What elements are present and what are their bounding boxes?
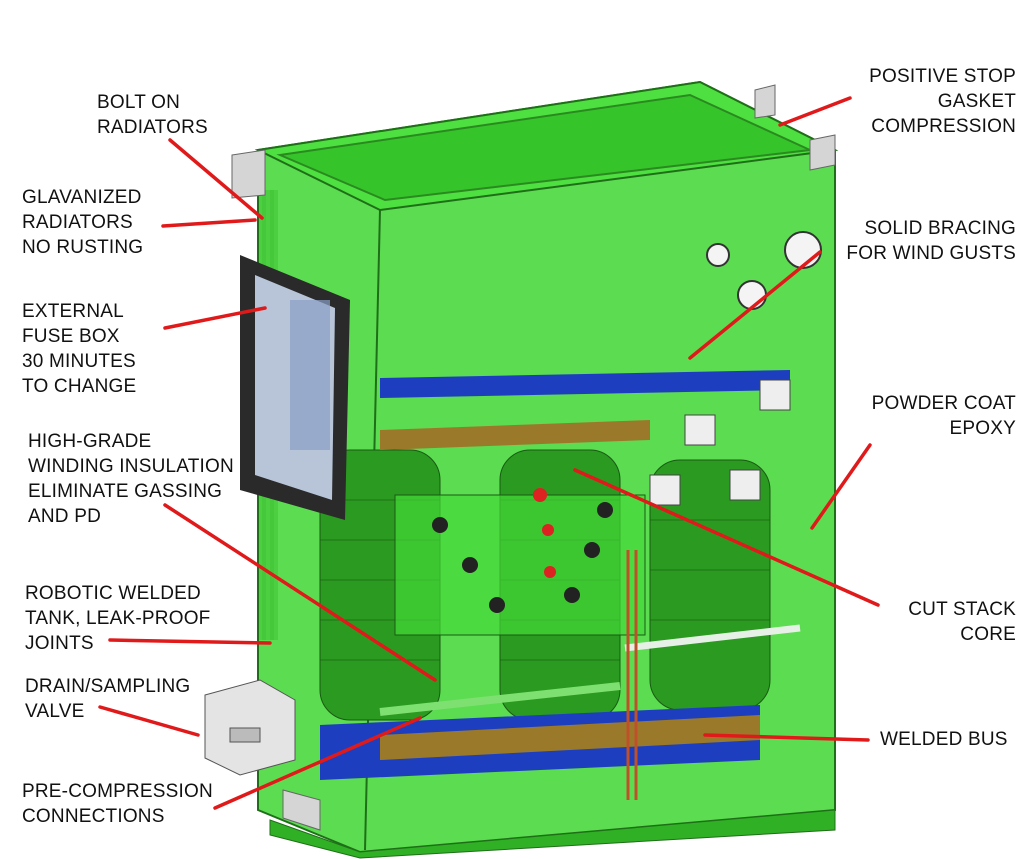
label-powder-coat: POWDER COAT EPOXY — [872, 391, 1016, 441]
core-and-coils — [319, 449, 771, 721]
label-galvanized-radiators: GLAVANIZED RADIATORS NO RUSTING — [22, 185, 143, 260]
label-line: RADIATORS — [22, 212, 133, 233]
label-line: ELIMINATE GASSING — [28, 481, 223, 502]
label-line: POSITIVE STOP — [869, 66, 1016, 87]
label-pre-compression: PRE-COMPRESSION CONNECTIONS — [22, 779, 213, 829]
label-line: NO RUSTING — [22, 237, 144, 258]
label-line: CORE — [960, 624, 1016, 645]
label-line: FOR WIND GUSTS — [846, 243, 1016, 264]
lifting-brackets — [231, 84, 836, 831]
leader-lines — [98, 96, 880, 810]
label-line: BOLT ON — [97, 92, 181, 113]
label-cut-stack-core: CUT STACK CORE — [908, 597, 1016, 647]
label-line: POWDER COAT — [871, 393, 1016, 414]
label-line: SOLID BRACING — [864, 218, 1016, 239]
label-line: HIGH-GRADE — [28, 431, 152, 452]
label-line: WINDING INSULATION — [28, 456, 234, 477]
label-drain-valve: DRAIN/SAMPLING VALVE — [25, 674, 190, 724]
external-fuse-box — [240, 255, 350, 520]
bus-bars — [320, 370, 801, 800]
label-line: FUSE BOX — [22, 326, 120, 347]
label-line: CONNECTIONS — [22, 806, 165, 827]
label-line: WELDED BUS — [880, 729, 1008, 750]
label-bolt-on-radiators: BOLT ON RADIATORS — [97, 90, 208, 140]
label-line: DRAIN/SAMPLING — [25, 676, 191, 697]
label-line: RADIATORS — [97, 117, 208, 138]
label-positive-stop: POSITIVE STOP GASKET COMPRESSION — [869, 64, 1016, 139]
label-line: ROBOTIC WELDED — [25, 583, 201, 604]
label-line: JOINTS — [25, 633, 94, 654]
label-robotic-welded-tank: ROBOTIC WELDED TANK, LEAK-PROOF JOINTS — [25, 581, 211, 656]
label-line: GLAVANIZED — [22, 187, 142, 208]
label-winding-insulation: HIGH-GRADE WINDING INSULATION ELIMINATE … — [28, 429, 234, 529]
label-line: VALVE — [25, 701, 85, 722]
drain-valve — [204, 679, 296, 776]
label-line: GASKET — [937, 91, 1016, 112]
label-line: AND PD — [28, 506, 101, 527]
label-line: TANK, LEAK-PROOF — [25, 608, 211, 629]
label-line: 30 MINUTES — [22, 351, 136, 372]
label-welded-bus: WELDED BUS — [880, 727, 1008, 752]
label-line: CUT STACK — [908, 599, 1016, 620]
label-external-fuse-box: EXTERNAL FUSE BOX 30 MINUTES TO CHANGE — [22, 299, 136, 399]
label-line: EPOXY — [949, 418, 1016, 439]
label-line: EXTERNAL — [22, 301, 124, 322]
lv-bushings — [649, 379, 791, 506]
label-line: TO CHANGE — [22, 376, 137, 397]
label-solid-bracing: SOLID BRACING FOR WIND GUSTS — [846, 216, 1016, 266]
label-line: PRE-COMPRESSION — [22, 781, 213, 802]
label-line: COMPRESSION — [871, 116, 1016, 137]
